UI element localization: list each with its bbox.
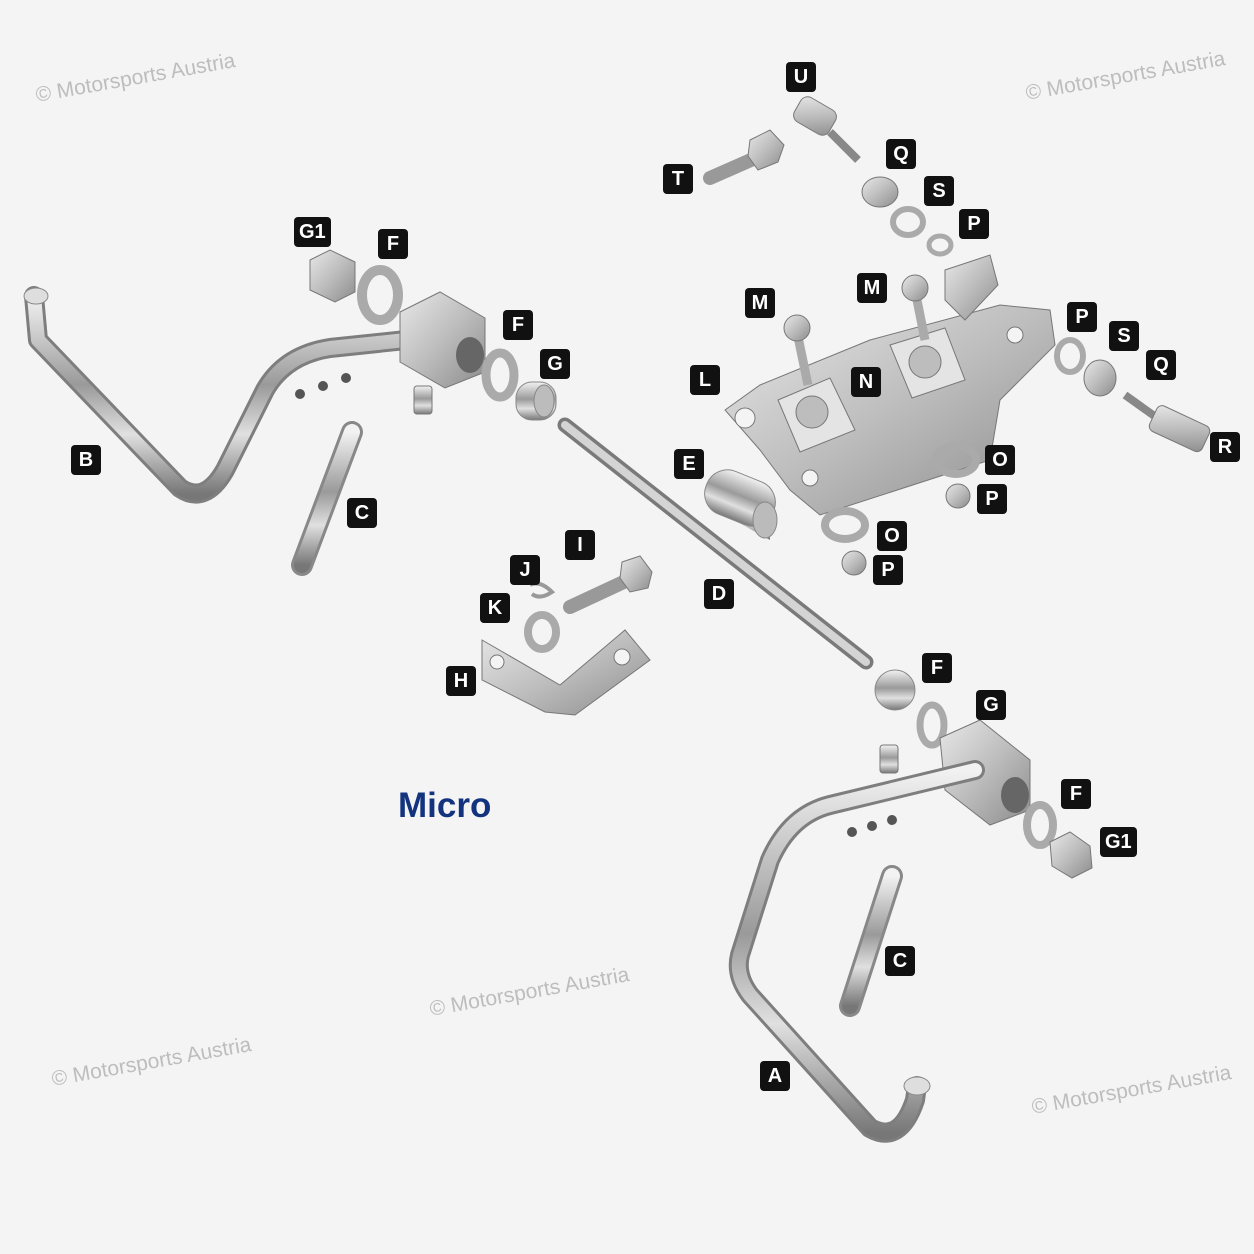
callout-d: D bbox=[704, 579, 734, 609]
callout-f: F bbox=[1061, 779, 1091, 809]
washer-o-lower bbox=[821, 507, 869, 543]
callout-t: T bbox=[663, 164, 693, 194]
callout-l: L bbox=[690, 365, 720, 395]
lever-b bbox=[23, 286, 435, 504]
callout-o: O bbox=[877, 521, 907, 551]
washer-k bbox=[524, 611, 560, 653]
callout-g1: G1 bbox=[294, 217, 331, 247]
nut-s-right bbox=[1083, 359, 1117, 397]
callout-e: E bbox=[674, 449, 704, 479]
callout-f: F bbox=[503, 310, 533, 340]
callout-p: P bbox=[959, 209, 989, 239]
callout-m: M bbox=[745, 288, 775, 318]
pin-c-right bbox=[839, 865, 903, 1017]
callout-h: H bbox=[446, 666, 476, 696]
spacer-g-left bbox=[515, 381, 557, 421]
callout-s: S bbox=[1109, 321, 1139, 351]
screw-m-left bbox=[783, 314, 813, 386]
bracket-h bbox=[481, 629, 651, 716]
diagram-title: Micro bbox=[398, 786, 492, 825]
callout-b: B bbox=[71, 445, 101, 475]
callout-j: J bbox=[510, 555, 540, 585]
callout-m: M bbox=[857, 273, 887, 303]
callout-p: P bbox=[873, 555, 903, 585]
callout-f: F bbox=[378, 229, 408, 259]
nut-q-top bbox=[861, 176, 899, 208]
spacer-e bbox=[704, 469, 778, 540]
callout-p: P bbox=[977, 484, 1007, 514]
washer-p-right bbox=[1054, 337, 1086, 375]
washer-g-right bbox=[916, 701, 948, 749]
callout-s: S bbox=[924, 176, 954, 206]
bracket-main bbox=[724, 304, 1056, 516]
callout-r: R bbox=[1210, 432, 1240, 462]
screw-m-right bbox=[901, 274, 930, 341]
nut-p-upper bbox=[945, 483, 971, 509]
shaft-d bbox=[557, 417, 874, 670]
pin-c-left bbox=[291, 421, 363, 576]
callout-u: U bbox=[786, 62, 816, 92]
washer-p-top bbox=[926, 233, 954, 257]
callout-n: N bbox=[851, 367, 881, 397]
washer-o-upper bbox=[932, 442, 980, 478]
callout-a: A bbox=[760, 1061, 790, 1091]
nut-p-lower bbox=[841, 550, 867, 576]
bolt-t bbox=[703, 129, 785, 185]
callout-i: I bbox=[565, 530, 595, 560]
washer-f-left-top bbox=[357, 265, 403, 325]
pin-u bbox=[793, 96, 861, 163]
callout-q: Q bbox=[886, 139, 916, 169]
washer-f-right-low bbox=[1023, 801, 1057, 849]
callout-k: K bbox=[480, 593, 510, 623]
washer-s-top bbox=[890, 206, 926, 238]
washer-f-left-mid bbox=[481, 348, 519, 402]
nut-g1-right bbox=[1049, 831, 1093, 879]
callout-q: Q bbox=[1146, 350, 1176, 380]
callout-f: F bbox=[922, 653, 952, 683]
spacer-f-right bbox=[874, 669, 916, 711]
pin-r bbox=[1122, 391, 1211, 453]
lever-b-pivot bbox=[399, 291, 486, 415]
callout-g: G bbox=[976, 690, 1006, 720]
callout-c: C bbox=[885, 946, 915, 976]
bolt-i bbox=[563, 555, 653, 614]
callout-o: O bbox=[985, 445, 1015, 475]
callout-g: G bbox=[540, 349, 570, 379]
clip-j bbox=[529, 581, 556, 599]
plate-p-top bbox=[944, 254, 999, 321]
nut-g1-left bbox=[309, 249, 356, 303]
lever-a bbox=[728, 760, 985, 1143]
callout-g1: G1 bbox=[1100, 827, 1137, 857]
callout-p: P bbox=[1067, 302, 1097, 332]
callout-c: C bbox=[347, 498, 377, 528]
